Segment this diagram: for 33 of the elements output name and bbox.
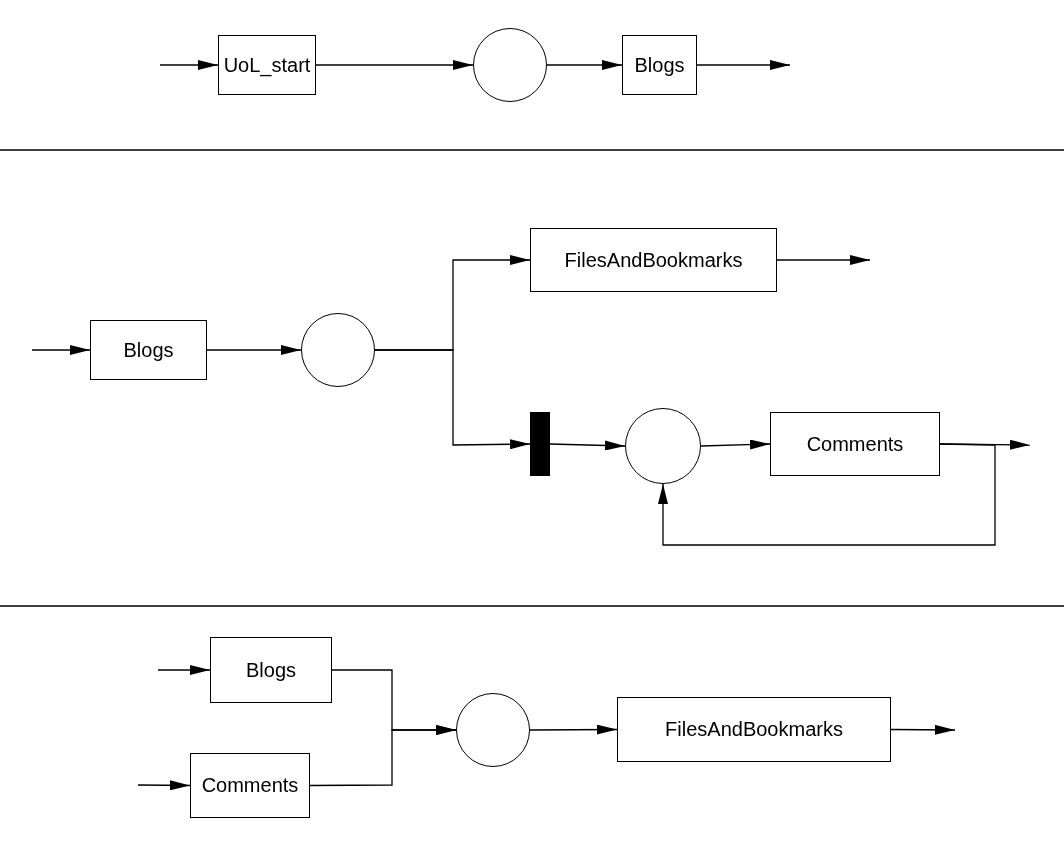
box-label: FilesAndBookmarks	[564, 248, 743, 272]
process-box	[770, 412, 940, 476]
arrow	[776, 255, 871, 265]
process-box	[90, 320, 207, 380]
arrow	[700, 439, 771, 450]
arrow	[658, 443, 996, 546]
box-label: Blogs	[246, 658, 296, 682]
process-box	[530, 228, 777, 292]
box-label: Blogs	[123, 338, 174, 362]
arrow	[31, 345, 91, 355]
process-box	[210, 637, 332, 703]
process-box	[218, 35, 316, 95]
arrow	[546, 60, 623, 70]
box-label: Comments	[806, 432, 904, 456]
process-box	[622, 35, 697, 95]
box-label: FilesAndBookmarks	[665, 718, 843, 741]
arrow	[890, 724, 956, 735]
arrow	[309, 725, 457, 787]
fork-bar	[530, 412, 550, 476]
arrow	[157, 665, 211, 675]
arrow	[159, 60, 219, 70]
process-box	[190, 753, 310, 818]
arrow	[137, 780, 191, 791]
process-box	[617, 697, 891, 762]
arrow	[529, 724, 618, 735]
box-label: UoL_start	[223, 53, 311, 77]
box-label: Comments	[201, 774, 299, 797]
arrow	[696, 60, 791, 70]
box-label: Blogs	[634, 53, 685, 77]
arrow	[549, 440, 626, 451]
arrow	[374, 349, 531, 450]
arrow	[315, 60, 474, 70]
arrow	[206, 345, 302, 355]
